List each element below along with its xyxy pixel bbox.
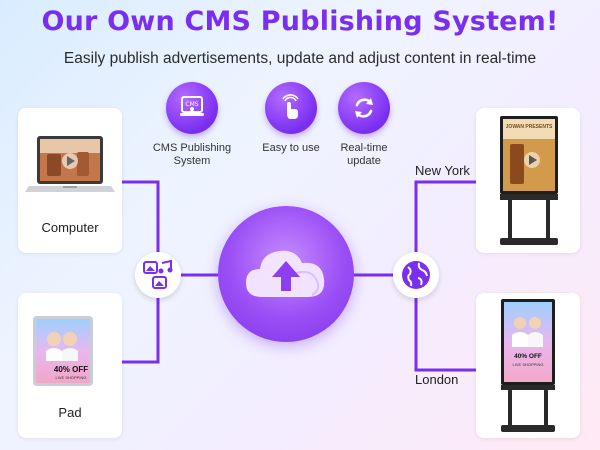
london-signage-card: 40% OFF LIVE SHOPPING [476,293,580,438]
feature-label: CMS Publishing [152,142,232,154]
hand-tap-icon [265,82,317,134]
feature-label: Real-time [340,142,388,154]
pad-discount-text: 40% OFF [53,365,89,374]
feature-label: update [347,155,381,167]
signage-stand-icon [501,299,555,432]
cloud-upload-icon [246,250,325,297]
page-title: Our Own CMS Publishing System! [41,6,559,37]
pad-card: 40% OFF LIVE SHOPPING Pad [18,293,122,438]
pad-label: Pad [58,405,82,420]
refresh-icon [338,82,390,134]
media-node [135,252,181,298]
page-subtitle: Easily publish advertisements, update an… [63,50,537,67]
cloud-hub [218,206,354,342]
feature-label: Easy to use [262,142,320,154]
poster-stand-icon [500,116,558,245]
new-york-label: New York [415,163,470,178]
globe-icon [402,261,430,289]
signage-sub-text: LIVE SHOPPING [512,362,544,367]
feature-label: System [173,155,211,167]
svg-text:CMS: CMS [185,101,198,108]
poster-brand-text: JOWAN PRESENTS [505,124,553,130]
tablet-icon [33,316,93,386]
signage-discount-text: 40% OFF [514,353,542,360]
media-icon [143,259,173,289]
feature-cms-publishing: CMS CMS Publishing System [152,82,232,168]
computer-card: Computer [18,108,122,253]
pad-sub-text: LIVE SHOPPING [55,375,87,380]
new-york-signage-card: JOWAN PRESENTS [476,108,580,253]
feature-real-time-update: Real-time update [324,82,404,168]
globe-node [393,252,439,298]
laptop-icon [25,136,115,192]
london-label: London [415,372,459,387]
feature-easy-to-use: Easy to use [251,82,331,155]
computer-label: Computer [41,220,99,235]
cms-publishing-icon: CMS [166,82,218,134]
